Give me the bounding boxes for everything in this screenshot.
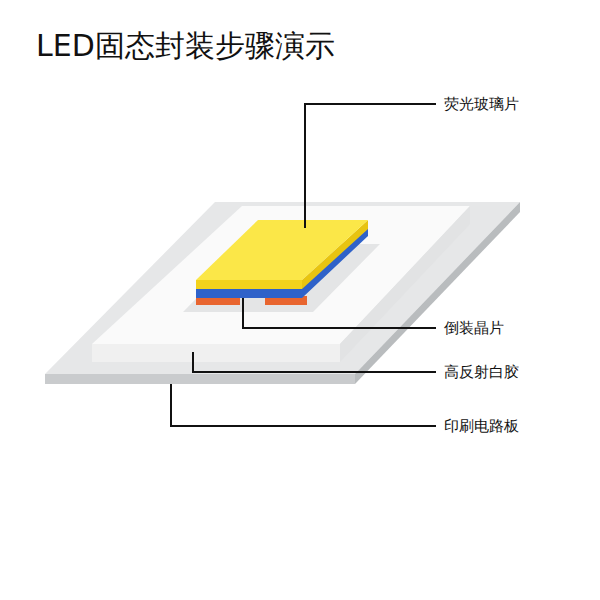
part-label: 荧光玻璃片 (442, 95, 521, 114)
leader-line (193, 352, 436, 372)
glass-top (196, 220, 368, 280)
part-label: 高反射白胶 (442, 363, 521, 382)
part-label: 印刷电路板 (442, 417, 521, 436)
title: LED固态封装步骤演示 (36, 26, 335, 67)
leader-line (171, 384, 436, 426)
leader-line (243, 298, 436, 328)
pcb-top (45, 202, 520, 374)
leader-line (305, 104, 436, 228)
glass-front (196, 280, 302, 289)
pcb-front (45, 374, 355, 384)
glue-front (92, 344, 340, 362)
part-label: 倒装晶片 (442, 319, 506, 338)
